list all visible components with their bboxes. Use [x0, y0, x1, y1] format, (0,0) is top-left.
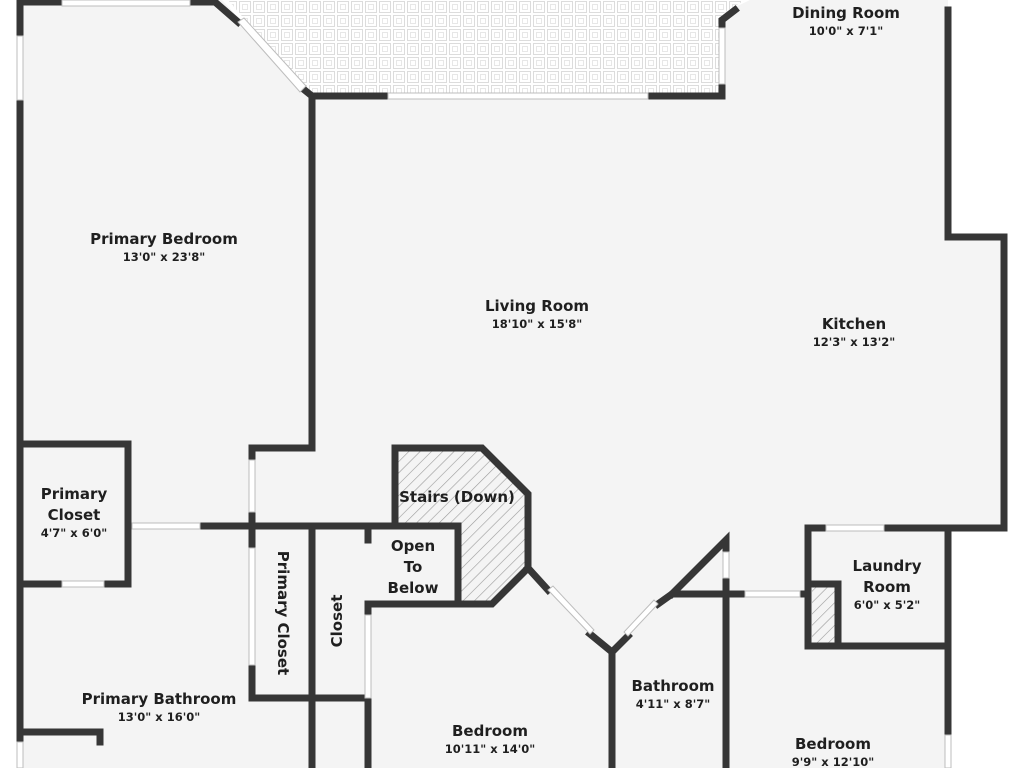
room-dimensions: 13'0" x 16'0": [117, 710, 201, 724]
window-closet1-bottom: [61, 580, 105, 588]
window-closet-left: [248, 459, 256, 513]
window-diagonal-bedroom: [237, 17, 307, 93]
room-name: Primary Bedroom: [90, 230, 238, 248]
window-bathroom-small: [16, 741, 24, 768]
window-bedroom2-right: [944, 734, 952, 768]
room-label-laundry-room: Laundry Room 6'0" x 5'2": [853, 556, 922, 613]
room-name-line-2: Room: [863, 578, 911, 596]
room-dimensions: 13'0" x 23'8": [122, 250, 206, 264]
room-label-closet-vertical: Closet: [328, 594, 346, 648]
room-name: Bathroom: [631, 677, 715, 695]
room-name: Living Room: [484, 297, 590, 315]
room-label-stairs: Stairs (Down): [399, 487, 515, 508]
window-closet1-right: [131, 522, 201, 530]
window-primary-bedroom-top: [61, 0, 191, 7]
room-dimensions: 18'10" x 15'8": [491, 317, 583, 331]
laundry-hatch: [812, 584, 836, 646]
windows: [16, 0, 952, 768]
room-name-line-2: To: [403, 558, 423, 576]
room-name: Stairs (Down): [399, 488, 515, 506]
window-bath-right: [722, 551, 730, 579]
walls: [16, 0, 1008, 768]
room-label-bathroom: Bathroom 4'11" x 8'7": [631, 676, 714, 712]
window-closet-right: [364, 614, 372, 699]
window-bedroom1-diagonal-right: [623, 599, 659, 637]
room-name-line-1: Primary: [40, 485, 108, 503]
room-label-primary-closet-vertical: Primary Closet: [274, 550, 292, 676]
room-label-bedroom-1: Bedroom 10'11" x 14'0": [445, 721, 535, 757]
room-dimensions: 4'11" x 8'7": [635, 697, 711, 711]
room-dimensions: 10'0" x 7'1": [808, 24, 884, 38]
window-dining-left: [718, 27, 726, 85]
room-label-dining-room: Dining Room 10'0" x 7'1": [792, 3, 900, 39]
room-name-line-3: Below: [387, 579, 439, 597]
room-dimensions: 12'3" x 13'2": [812, 335, 896, 349]
room-name-line-2: Closet: [47, 506, 101, 524]
window-living-top: [387, 92, 649, 100]
room-dimensions: 10'11" x 14'0": [444, 742, 536, 756]
room-label-primary-closet: Primary Closet 4'7" x 6'0": [41, 484, 107, 541]
window-primary-bedroom-left: [16, 35, 24, 101]
room-label-primary-bedroom: Primary Bedroom 13'0" x 23'8": [90, 229, 238, 265]
room-name: Bedroom: [795, 735, 871, 753]
room-label-primary-bathroom: Primary Bathroom 13'0" x 16'0": [82, 689, 237, 725]
window-primary-closet-left: [248, 547, 256, 666]
room-name-line-1: Open: [390, 537, 436, 555]
window-laundry-top: [825, 524, 885, 532]
floor-area: [20, 0, 1004, 768]
window-bedroom1-diagonal-left: [547, 585, 595, 635]
room-name: Primary Bathroom: [81, 690, 237, 708]
room-label-kitchen: Kitchen 12'3" x 13'2": [813, 314, 895, 350]
room-dimensions: 6'0" x 5'2": [853, 598, 921, 612]
room-dimensions: 9'9" x 12'10": [791, 755, 875, 769]
room-name: Dining Room: [792, 4, 900, 22]
room-label-living-room: Living Room 18'10" x 15'8": [485, 296, 589, 332]
room-label-open-to-below: Open To Below: [388, 536, 439, 599]
room-name: Bedroom: [452, 722, 528, 740]
window-bathroom-top: [744, 590, 801, 598]
room-label-bedroom-2: Bedroom 9'9" x 12'10": [792, 734, 874, 770]
room-name-line-1: Laundry: [852, 557, 922, 575]
room-dimensions: 4'7" x 6'0": [40, 526, 108, 540]
room-name: Kitchen: [821, 315, 887, 333]
patio-tile-area: [228, 0, 745, 95]
